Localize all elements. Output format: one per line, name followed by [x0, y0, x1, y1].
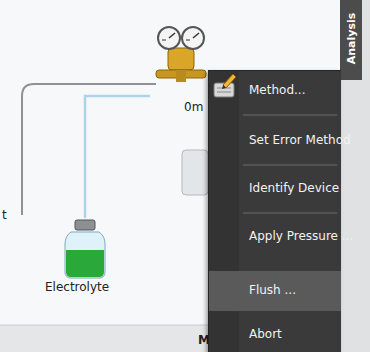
electrolyte-bottle: Electrolyte — [45, 218, 125, 298]
gas-regulator: 0m — [150, 20, 212, 118]
menu-item: Identify Device — [249, 181, 339, 195]
regulator-icon — [150, 20, 212, 82]
menu-art — [209, 71, 341, 352]
waste-bottle — [182, 150, 208, 195]
side-panel — [340, 0, 370, 352]
cut-label: t — [2, 208, 7, 222]
liquid-tube — [85, 96, 150, 218]
gas-tube — [22, 84, 156, 215]
menu-item: Abort — [249, 327, 282, 341]
menu-item: Method... — [249, 83, 305, 97]
method-icon — [214, 74, 236, 97]
separator — [243, 165, 337, 166]
bottle-icon — [55, 218, 117, 280]
context-menu: Method...Set Error MethodIdentify Device… — [208, 70, 341, 352]
highlight — [209, 271, 341, 311]
analysis-tab — [340, 0, 362, 80]
menu-item: Apply Pressure ... — [249, 229, 353, 243]
separator — [243, 213, 337, 214]
tab-title: Analysis — [345, 4, 358, 74]
device-label: Electrolyte — [45, 280, 109, 294]
menu-item: Flush ... — [249, 283, 296, 297]
separator — [243, 115, 337, 116]
menu-item: Set Error Method — [249, 133, 351, 147]
device-label: 0m — [184, 100, 203, 114]
